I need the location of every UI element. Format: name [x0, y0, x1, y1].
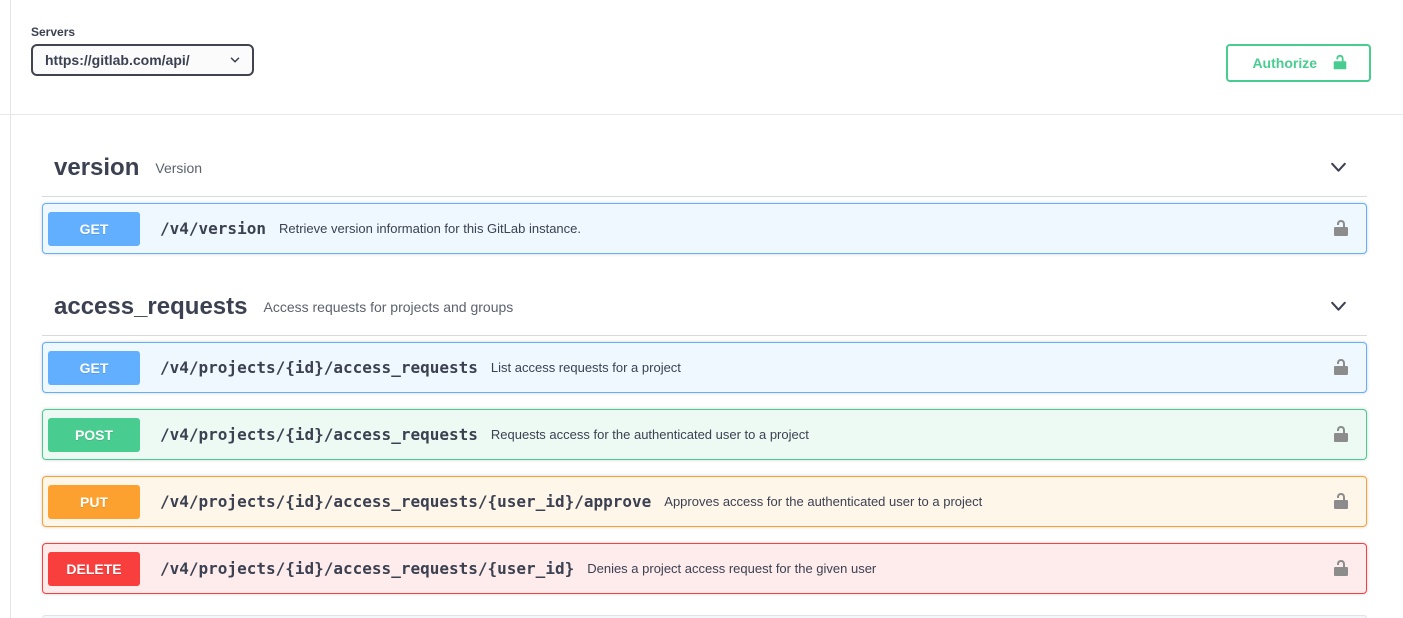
section-title: access_requests: [54, 293, 248, 321]
unlock-icon: [1333, 54, 1347, 70]
servers-block: Servers https://gitlab.com/api/: [31, 25, 254, 76]
auth-lock-button[interactable]: [1316, 358, 1366, 378]
operation-summary: Approves access for the authenticated us…: [664, 494, 983, 510]
api-sections: version Version GET /v4/version Retrieve…: [0, 145, 1403, 595]
section-description: Access requests for projects and groups: [263, 298, 514, 315]
method-badge: POST: [48, 417, 140, 452]
scheme-container: Servers https://gitlab.com/api/ Authoriz…: [0, 0, 1403, 115]
method-badge: PUT: [48, 484, 140, 519]
section-description: Version: [155, 159, 203, 176]
authorize-label: Authorize: [1252, 55, 1317, 71]
auth-lock-button[interactable]: [1316, 219, 1366, 239]
authorize-button[interactable]: Authorize: [1226, 44, 1371, 82]
operation-row[interactable]: GET /v4/version Retrieve version informa…: [42, 203, 1367, 255]
section-header[interactable]: version Version: [42, 145, 1367, 198]
section-header[interactable]: access_requests Access requests for proj…: [42, 284, 1367, 337]
server-select-value: https://gitlab.com/api/: [45, 52, 190, 68]
operation-row[interactable]: DELETE /v4/projects/{id}/access_requests…: [42, 543, 1367, 595]
unlock-icon: [1334, 559, 1348, 576]
operation-path: /v4/projects/{id}/access_requests: [160, 358, 478, 378]
operation-summary: Retrieve version information for this Gi…: [278, 221, 581, 237]
operation-row[interactable]: GET /v4/projects/{id}/access_requests Li…: [42, 342, 1367, 394]
unlock-icon: [1334, 492, 1348, 509]
operation-path: /v4/projects/{id}/access_requests/{user_…: [160, 492, 652, 512]
server-select[interactable]: https://gitlab.com/api/: [31, 44, 254, 76]
servers-label: Servers: [31, 25, 76, 39]
chevron-down-icon: [1331, 302, 1346, 311]
section-operations: GET /v4/projects/{id}/access_requests Li…: [42, 336, 1367, 595]
operation-summary: List access requests for a project: [490, 360, 681, 376]
operation-row[interactable]: POST /v4/projects/{id}/access_requests R…: [42, 409, 1367, 461]
operation-row[interactable]: PUT /v4/projects/{id}/access_requests/{u…: [42, 476, 1367, 528]
api-section: version Version GET /v4/version Retrieve…: [42, 145, 1367, 255]
method-badge: GET: [48, 350, 140, 385]
chevron-down-icon: [1331, 162, 1346, 172]
operation-path: /v4/version: [160, 219, 266, 239]
operation-path: /v4/projects/{id}/access_requests/{user_…: [160, 559, 575, 579]
unlock-icon: [1334, 358, 1348, 375]
unlock-icon: [1334, 219, 1348, 236]
auth-lock-button[interactable]: [1316, 559, 1366, 579]
window-edge-line: [10, 0, 11, 618]
operation-summary: Requests access for the authenticated us…: [490, 427, 809, 443]
partial-next-operation-row: [42, 615, 1367, 618]
section-operations: GET /v4/version Retrieve version informa…: [42, 197, 1367, 255]
auth-lock-button[interactable]: [1316, 492, 1366, 512]
api-section: access_requests Access requests for proj…: [42, 284, 1367, 595]
unlock-icon: [1334, 425, 1348, 442]
operation-summary: Denies a project access request for the …: [587, 561, 877, 577]
section-title: version: [54, 154, 140, 181]
operation-path: /v4/projects/{id}/access_requests: [160, 425, 478, 445]
auth-lock-button[interactable]: [1316, 425, 1366, 445]
method-badge: DELETE: [48, 551, 140, 586]
method-badge: GET: [48, 211, 140, 246]
chevron-down-icon: [230, 57, 240, 63]
